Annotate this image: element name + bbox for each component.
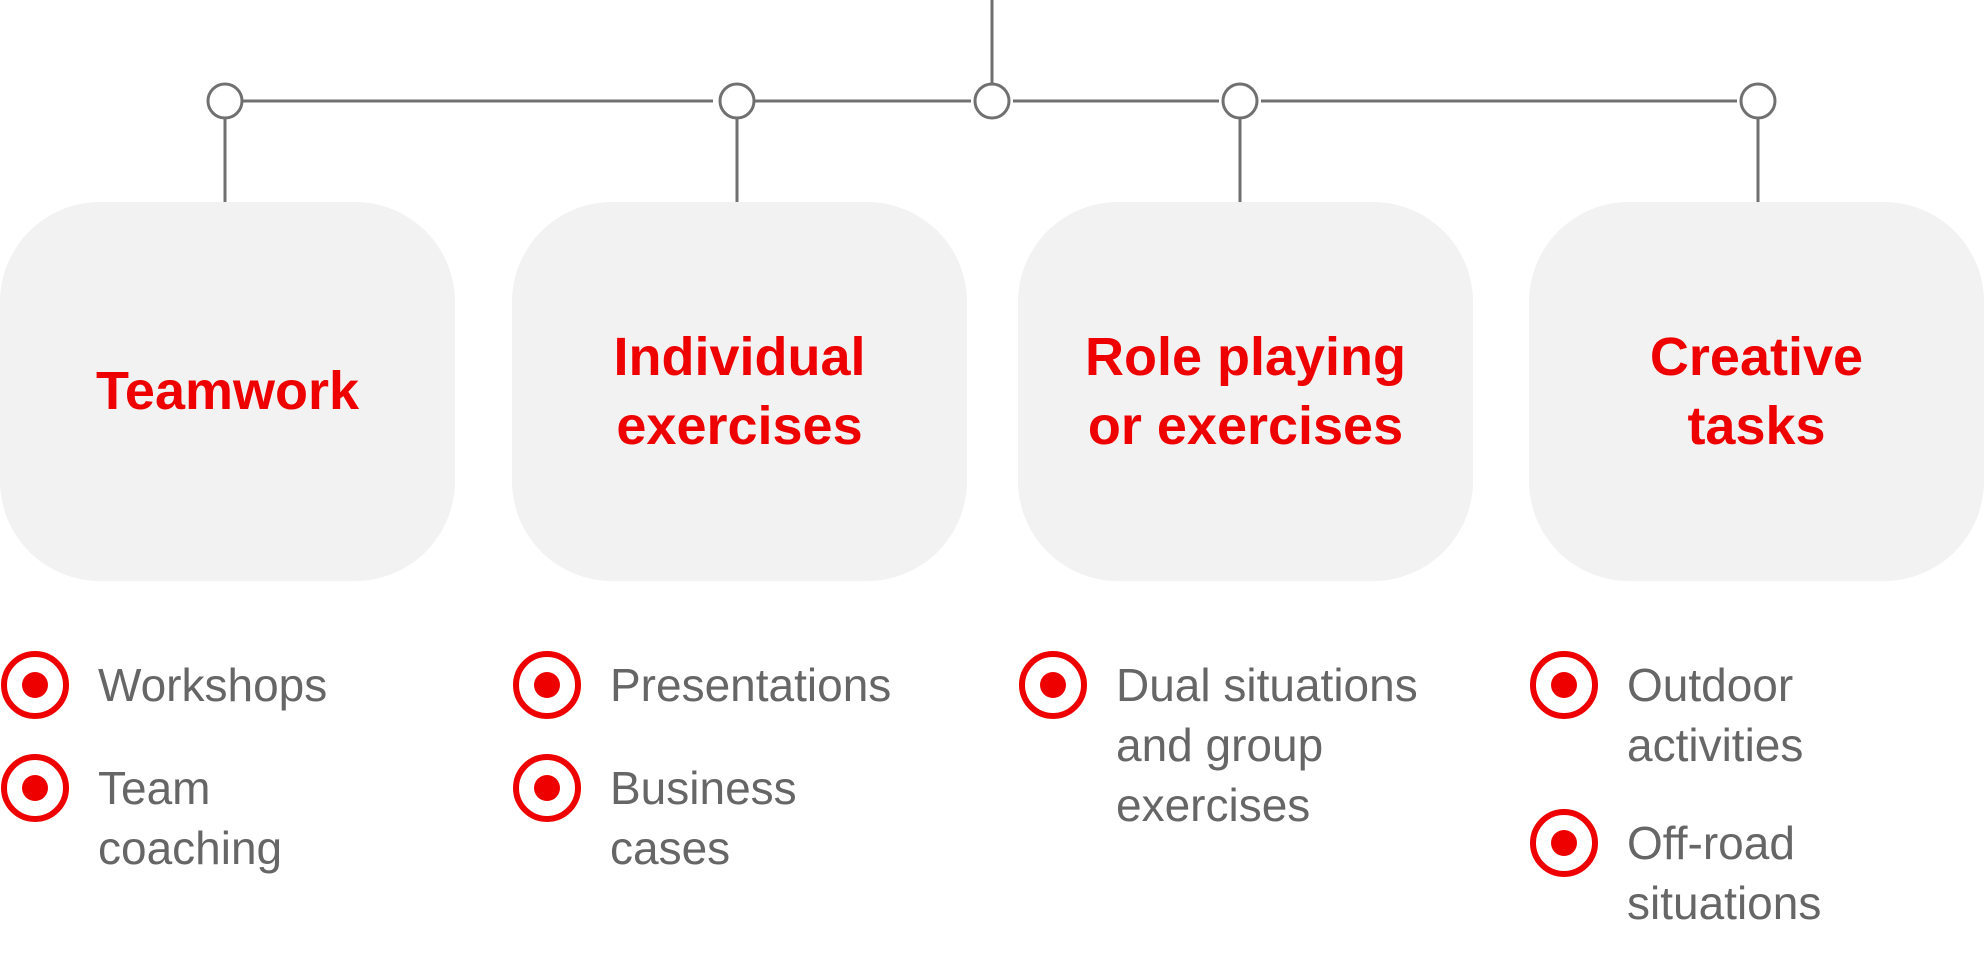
target-icon [512, 650, 582, 720]
connector-node [1221, 82, 1259, 120]
list-item-label: Off-road situations [1627, 817, 1822, 929]
list-item-label: Team coaching [98, 762, 283, 874]
category-title: Role playing or exercises [1084, 326, 1407, 456]
list-item: Business cases [512, 753, 992, 878]
list-item-label: Business cases [610, 762, 797, 874]
list-item: Team coaching [0, 753, 480, 878]
list-item: Dual situations and group exercises [1018, 650, 1498, 835]
list-item: Workshops [0, 650, 480, 720]
category-title: Creative tasks [1649, 326, 1864, 456]
category-title: Teamwork [95, 361, 360, 421]
category-card: Role playing or exercises [1018, 202, 1473, 581]
category-card: Individual exercises [512, 202, 967, 581]
target-icon [512, 753, 582, 823]
target-icon [1529, 650, 1599, 720]
target-icon [1529, 808, 1599, 878]
target-icon [0, 650, 70, 720]
list-item-label: Dual situations and group exercises [1116, 659, 1418, 831]
bullet-list: Workshops Team coaching [0, 650, 480, 911]
connector-node [718, 82, 756, 120]
category-title: Individual exercises [613, 326, 866, 456]
list-item-label: Outdoor activities [1627, 659, 1804, 771]
list-item: Presentations [512, 650, 992, 720]
list-item: Off-road situations [1529, 808, 1984, 933]
target-icon [0, 753, 70, 823]
bullet-list: Dual situations and group exercises [1018, 650, 1498, 868]
connector-node-center [973, 82, 1011, 120]
list-item-label: Presentations [610, 659, 892, 711]
connector-node [206, 82, 244, 120]
bullet-list: Outdoor activities Off-road situations [1529, 650, 1984, 966]
list-item-label: Workshops [98, 659, 328, 711]
target-icon [1018, 650, 1088, 720]
category-card: Teamwork [0, 202, 455, 581]
category-card: Creative tasks [1529, 202, 1984, 581]
list-item: Outdoor activities [1529, 650, 1984, 775]
bullet-list: Presentations Business cases [512, 650, 992, 911]
connector-node [1739, 82, 1777, 120]
